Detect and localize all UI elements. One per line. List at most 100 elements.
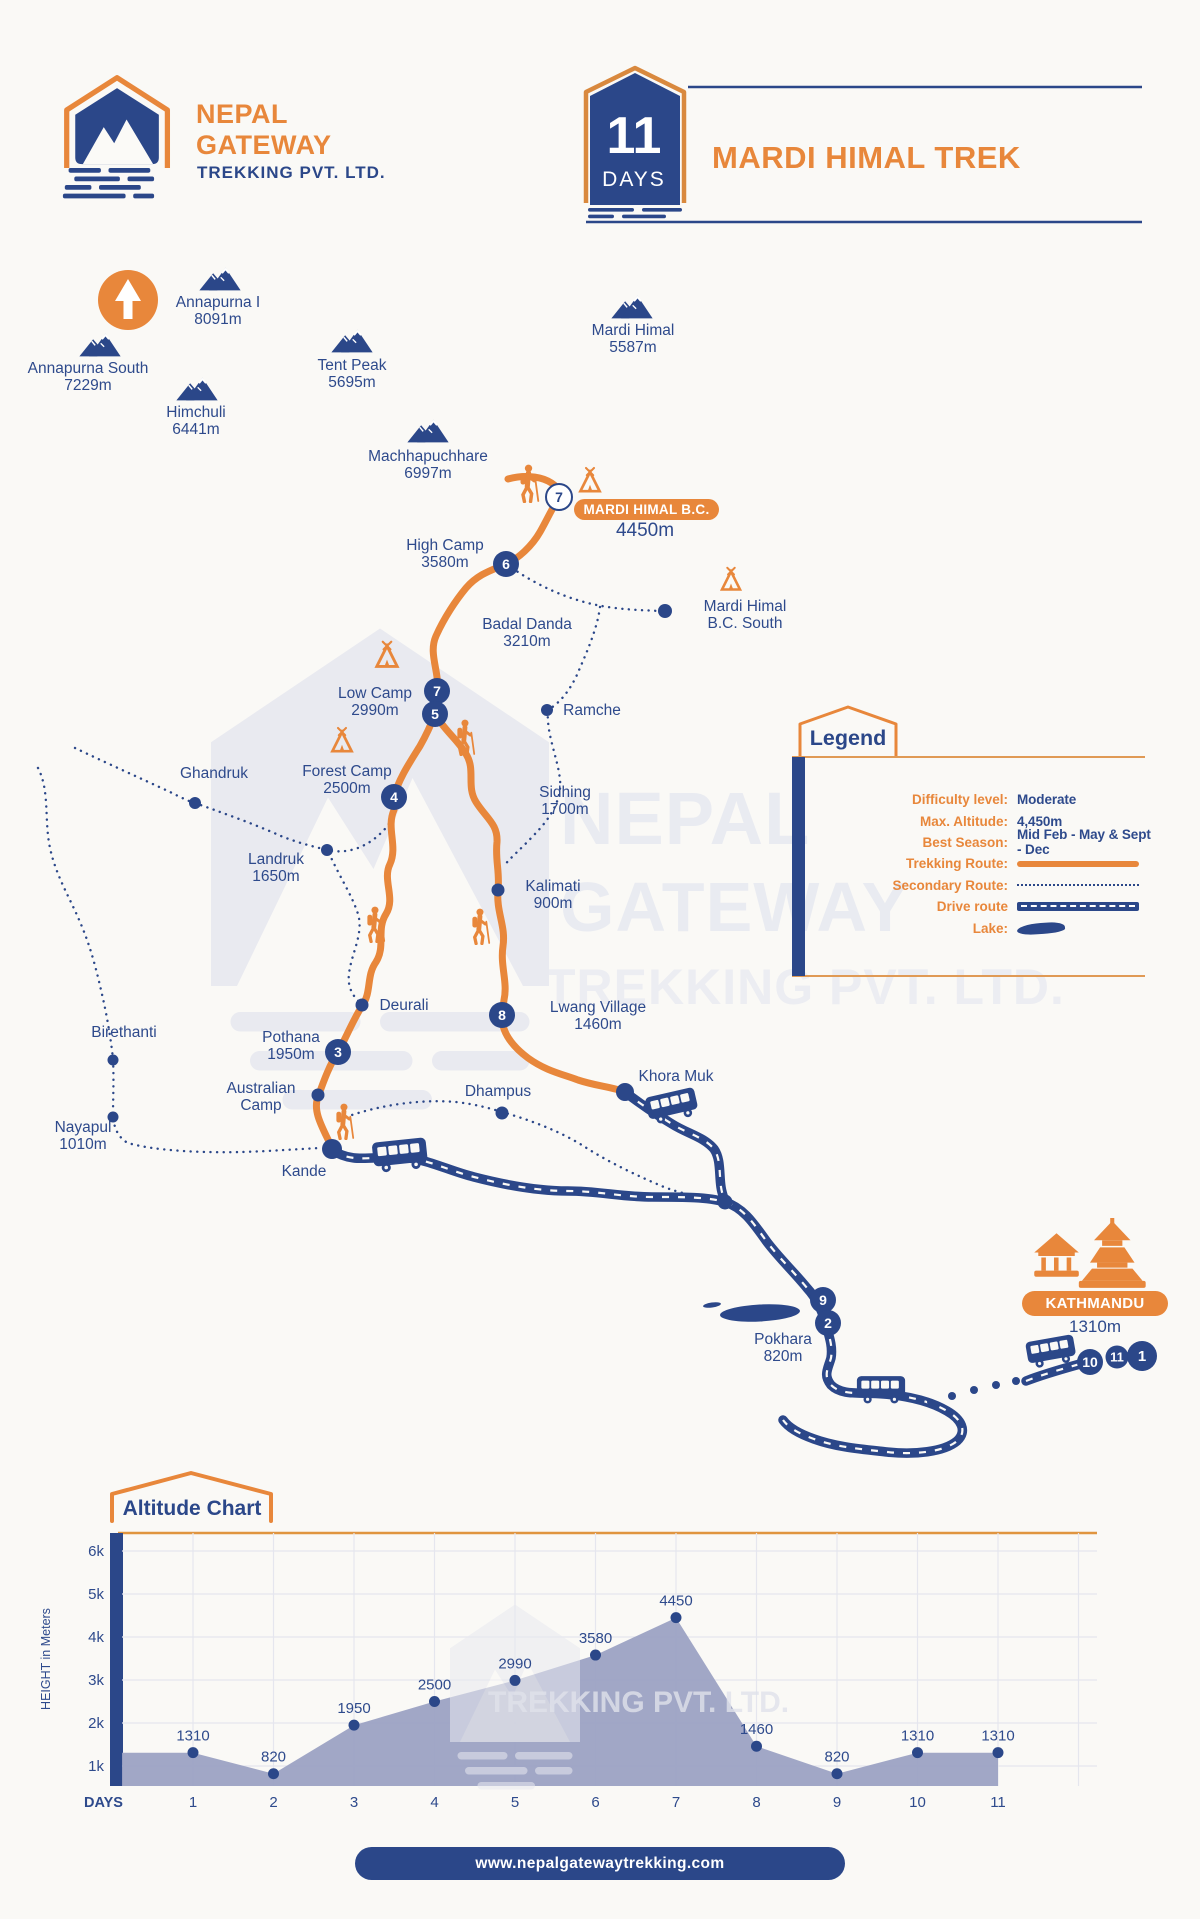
mountain-peak-icon: [199, 268, 240, 291]
peak-label: Annapurna I8091m: [176, 294, 260, 328]
watermark-text: TREKKING PVT. LTD.: [488, 1686, 789, 1719]
drive-route: [332, 1092, 1080, 1453]
mountain-peak-icon: [407, 420, 448, 443]
kathmandu-pill: KATHMANDU: [1022, 1291, 1168, 1316]
place-label: Sidhing1700m: [539, 784, 591, 818]
chart-y-axis-label: HEIGHT in Meters: [39, 1589, 53, 1729]
place-label: Forest Camp2500m: [302, 763, 392, 797]
day-marker: 9: [810, 1287, 836, 1313]
chart-x-axis-label: DAYS: [84, 1795, 123, 1811]
day-axis-label: 9: [833, 1794, 841, 1811]
altitude-point: [993, 1747, 1004, 1758]
temple-icon: [1034, 1218, 1145, 1288]
chart-title: Altitude Chart: [112, 1497, 272, 1521]
north-arrow-icon: [98, 270, 158, 330]
bus-icon: [857, 1376, 905, 1403]
page-title: MARDI HIMAL TREK: [712, 140, 1021, 176]
day-axis-label: 6: [591, 1794, 599, 1811]
day-axis-label: 2: [269, 1794, 277, 1811]
place-label: Mardi HimalB.C. South: [704, 598, 787, 632]
day-axis-label: 10: [909, 1794, 926, 1811]
place-label: Khora Muk: [639, 1068, 714, 1085]
hiker-icon: [521, 465, 539, 502]
altitude-point: [912, 1747, 923, 1758]
legend-row: Drive route: [812, 896, 1157, 917]
legend-row: Difficulty level:Moderate: [812, 789, 1157, 810]
place-label: Dhampus: [465, 1083, 531, 1100]
mardi-himal-bc-pill: MARDI HIMAL B.C.: [574, 499, 719, 520]
legend-secondary-swatch: [1017, 884, 1139, 886]
altitude-point: [188, 1747, 199, 1758]
day-marker: 10: [1077, 1349, 1103, 1375]
y-axis-tick: 2k: [88, 1715, 104, 1732]
peak-label: Tent Peak5695m: [318, 357, 387, 391]
day-marker: 7: [545, 483, 573, 511]
tent-icon: [722, 568, 740, 590]
brand-logo-icon: [63, 78, 168, 199]
bus-icon: [372, 1137, 429, 1173]
kathmandu-elevation: 1310m: [1069, 1317, 1121, 1337]
altitude-point: [510, 1675, 521, 1686]
legend-lake-swatch: [1017, 921, 1066, 935]
place-label: Nayapul1010m: [55, 1119, 112, 1153]
day-axis-label: 7: [672, 1794, 680, 1811]
day-axis-label: 8: [752, 1794, 760, 1811]
place-label: Low Camp2990m: [338, 685, 412, 719]
y-axis-tick: 6k: [88, 1543, 104, 1560]
day-marker: 6: [493, 551, 519, 577]
y-axis-tick: 3k: [88, 1672, 104, 1689]
mountain-peak-icon: [176, 378, 217, 401]
place-label: Ghandruk: [180, 765, 248, 782]
altitude-value-label: 820: [261, 1749, 286, 1766]
altitude-value-label: 2500: [418, 1677, 451, 1694]
altitude-value-label: 2990: [498, 1655, 531, 1672]
peak-label: Machhapuchhare6997m: [368, 448, 488, 482]
y-axis-tick: 5k: [88, 1586, 104, 1603]
altitude-point: [268, 1768, 279, 1779]
y-axis-tick: 1k: [88, 1758, 104, 1775]
lake: [703, 1301, 801, 1323]
place-label: High Camp3580m: [406, 537, 484, 571]
altitude-point: [349, 1720, 360, 1731]
altitude-value-label: 3580: [579, 1630, 612, 1647]
altitude-point: [590, 1650, 601, 1661]
day-axis-label: 3: [350, 1794, 358, 1811]
place-label: Lwang Village1460m: [550, 999, 646, 1033]
place-label: Pokhara820m: [754, 1331, 812, 1365]
day-marker: 11: [1106, 1346, 1129, 1369]
altitude-value-label: 1310: [901, 1728, 934, 1745]
place-label: Ramche: [563, 702, 621, 719]
website-url[interactable]: www.nepalgatewaytrekking.com: [355, 1847, 845, 1880]
altitude-point: [832, 1768, 843, 1779]
peak-label: Mardi Himal5587m: [592, 322, 675, 356]
legend-title: Legend: [800, 726, 896, 751]
peak-label: Annapurna South7229m: [28, 360, 149, 394]
place-label: Pothana1950m: [262, 1029, 320, 1063]
place-label: Kalimati900m: [525, 878, 580, 912]
day-marker: 2: [815, 1310, 841, 1336]
brand-name-line2: GATEWAY: [196, 130, 332, 161]
day-axis-label: 4: [430, 1794, 438, 1811]
place-label: Deurali: [379, 997, 428, 1014]
altitude-point: [751, 1741, 762, 1752]
tent-icon: [580, 468, 599, 491]
altitude-value-label: 820: [824, 1749, 849, 1766]
mountain-peak-icon: [611, 296, 652, 319]
day-marker: 7: [424, 678, 450, 704]
altitude-value-label: 1460: [740, 1721, 773, 1738]
y-axis-tick: 4k: [88, 1629, 104, 1646]
place-label: AustralianCamp: [227, 1080, 296, 1114]
day-axis-label: 1: [189, 1794, 197, 1811]
legend-row: Lake:: [812, 917, 1157, 938]
legend-row: Best Season:Mid Feb - May & Sept - Dec: [812, 832, 1157, 853]
legend-drive-swatch: [1017, 902, 1139, 911]
day-marker: 3: [325, 1039, 351, 1065]
brand-subtitle: TREKKING PVT. LTD.: [197, 163, 386, 183]
legend-row: Secondary Route:: [812, 875, 1157, 896]
mountain-peak-icon: [331, 330, 372, 353]
brand-name-line1: NEPAL: [196, 99, 288, 130]
altitude-value-label: 1310: [176, 1728, 209, 1745]
legend-row: Trekking Route:: [812, 853, 1157, 874]
mardi-himal-bc-elevation: 4450m: [616, 520, 674, 542]
